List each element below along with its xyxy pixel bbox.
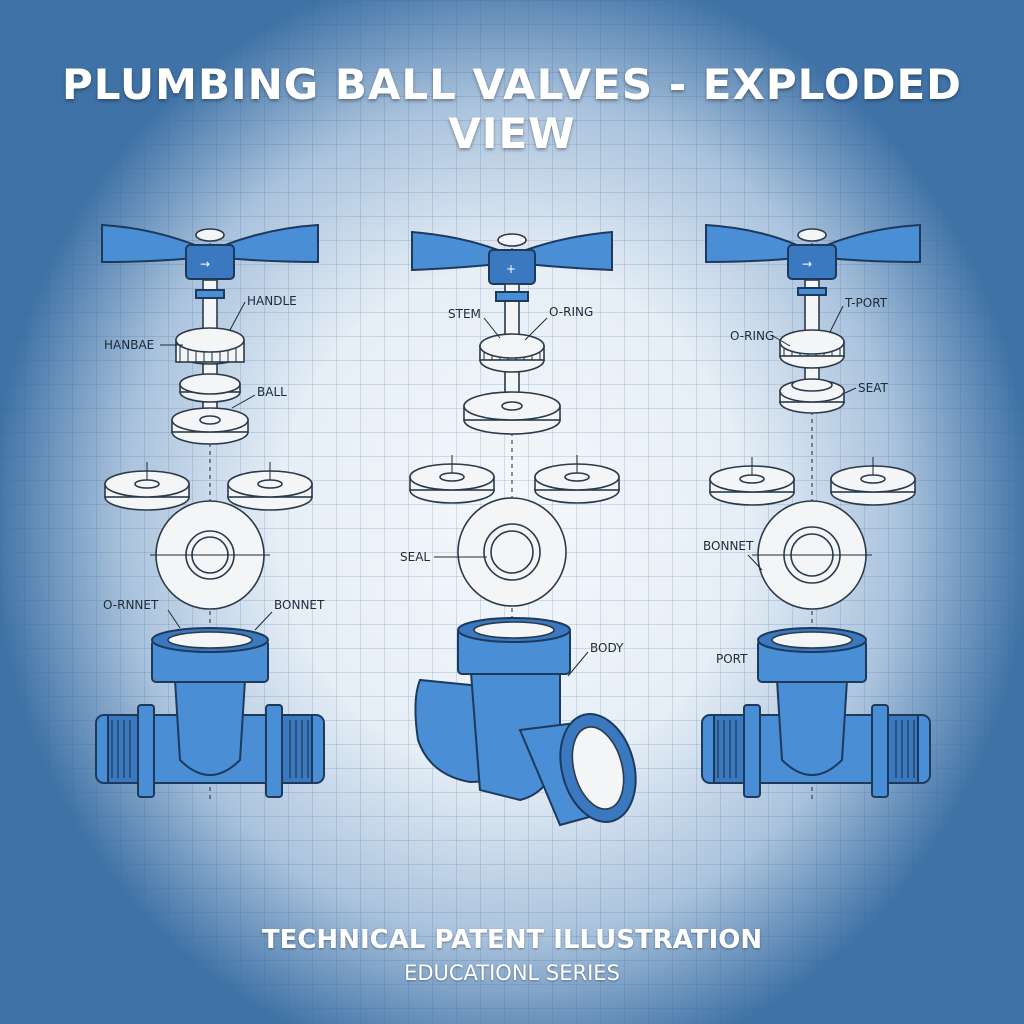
svg-text:+: + <box>506 262 516 276</box>
label-oring-mid: O-RING <box>549 305 593 319</box>
seat-washer-icon <box>463 391 561 435</box>
ball-icon <box>752 500 872 610</box>
washer-left-icon <box>409 455 495 504</box>
label-oring-right: O-RING <box>730 329 774 343</box>
washer-left-icon <box>709 457 795 506</box>
label-port: PORT <box>716 652 748 666</box>
valve-body-icon <box>701 627 931 798</box>
valve-middle: + <box>400 230 637 827</box>
label-oring-left: O-RNNET <box>103 598 159 612</box>
svg-text:→: → <box>802 257 812 271</box>
ball-seat-icon <box>179 373 241 403</box>
ball-icon <box>150 500 270 610</box>
gear-icon <box>479 333 545 373</box>
valve-left: → <box>95 223 325 800</box>
label-ball: BALL <box>257 385 287 399</box>
label-seal: SEAL <box>400 550 430 564</box>
footer-line-1: TECHNICAL PATENT ILLUSTRATION <box>261 925 763 955</box>
valve-right: → <box>701 223 931 800</box>
label-stem: STEM <box>448 307 481 321</box>
ball-icon <box>457 497 567 607</box>
footer: TECHNICAL PATENT ILLUSTRATION EDUCATIONL… <box>0 925 1024 985</box>
valve-body-icon <box>95 627 325 798</box>
label-tport: T-PORT <box>844 296 888 310</box>
washer-right-icon <box>227 462 313 511</box>
seat-washer-icon <box>171 407 249 445</box>
page-title: PLUMBING BALL VALVES - EXPLODED VIEW <box>62 60 962 158</box>
washer-right-icon <box>830 457 916 506</box>
valve-body-icon <box>414 617 637 827</box>
label-handle: HANDLE <box>247 294 297 308</box>
seat-washer-icon <box>779 378 845 414</box>
label-body: BODY <box>590 641 624 655</box>
handle-icon: → <box>705 223 921 280</box>
gear-icon <box>175 327 245 365</box>
washer-right-icon <box>534 455 620 504</box>
washer-left-icon <box>104 462 190 511</box>
footer-line-2: EDUCATIONL SERIES <box>404 961 620 985</box>
label-bonnet-right: BONNET <box>703 539 754 553</box>
handle-icon: → <box>101 223 319 280</box>
svg-text:→: → <box>200 257 210 271</box>
label-bonnet-left: BONNET <box>274 598 325 612</box>
gear-icon <box>779 329 845 369</box>
label-seat: SEAT <box>858 381 888 395</box>
handle-icon: + <box>411 230 613 285</box>
label-handle-alt: HANBAE <box>104 338 154 352</box>
